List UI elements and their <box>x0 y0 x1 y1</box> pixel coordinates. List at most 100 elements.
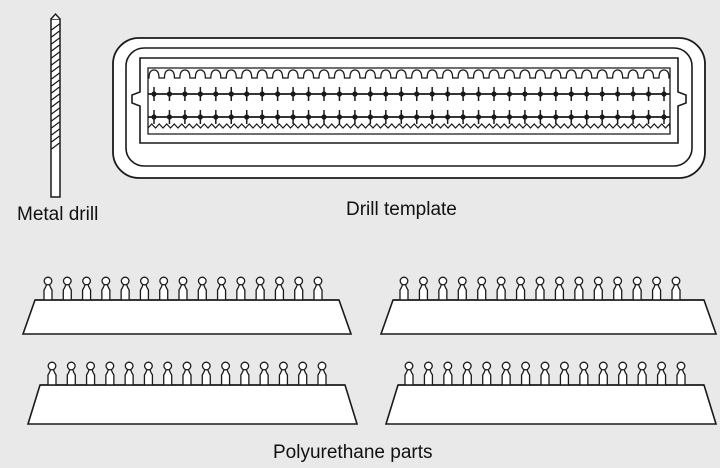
template-top-scallops <box>148 69 670 79</box>
template-bottom-teeth <box>147 122 671 129</box>
metal-drill <box>50 12 61 198</box>
part-pin-head <box>105 361 115 371</box>
template-hole <box>553 91 559 97</box>
metal-drill-label: Metal drill <box>17 204 99 225</box>
part-pin-stem <box>676 368 686 385</box>
part-pin-head <box>501 361 511 371</box>
part-pin-head <box>516 276 526 286</box>
part-pin-stem <box>535 283 545 300</box>
part-pin-stem <box>101 283 111 300</box>
part-pin-head <box>182 361 192 371</box>
part-pin-stem <box>236 283 246 300</box>
part-pin-stem <box>298 368 308 385</box>
part-pin-stem <box>274 283 285 300</box>
polyurethane-parts <box>21 276 718 425</box>
template-inner-frame <box>125 47 693 167</box>
template-hole <box>445 91 451 97</box>
template-hole <box>166 114 173 120</box>
part-pin-stem <box>520 368 531 385</box>
template-bottom-sawtooth <box>147 122 671 129</box>
part-pin-head <box>423 361 433 371</box>
part-pin-stem <box>457 283 467 300</box>
part-pin-stem <box>404 368 414 385</box>
part-pin-stem <box>443 368 453 385</box>
part-base <box>21 299 353 335</box>
part-pin-stem <box>515 283 526 300</box>
drill-flute <box>51 51 60 59</box>
template-hole <box>398 91 404 97</box>
part-pin-stem <box>201 368 211 385</box>
template-hole <box>182 91 188 97</box>
part-pin-head <box>124 361 134 371</box>
part-pin-head <box>482 361 492 371</box>
part-pin-head <box>399 276 409 286</box>
part-pin-stem <box>618 368 628 385</box>
template-hole <box>336 91 343 97</box>
template-hole <box>491 91 497 97</box>
template-hole <box>321 114 327 120</box>
part-pin-head <box>120 276 130 286</box>
template-hole <box>615 91 621 97</box>
template-hole <box>506 91 513 97</box>
part-pin-head <box>457 276 467 286</box>
template-hole <box>290 114 296 120</box>
part-pin-stem <box>632 283 642 300</box>
template-slot <box>147 67 671 135</box>
part-pin-stem <box>43 283 53 300</box>
part-pin-head <box>671 276 681 286</box>
part-pin-stem <box>182 368 192 385</box>
template-hole <box>491 114 497 120</box>
part-pin-stem <box>278 368 289 385</box>
template-top-teeth <box>148 69 670 79</box>
part-pin-head <box>521 361 531 371</box>
template-hole <box>352 114 358 120</box>
part-pin-head <box>317 361 327 371</box>
template-hole <box>367 114 373 120</box>
part-pin-head <box>43 276 53 286</box>
template-hole <box>522 91 528 97</box>
drill-tip <box>50 12 61 20</box>
part-pin-head <box>274 276 284 286</box>
template-hole <box>305 114 312 120</box>
part-pin-head <box>574 276 584 286</box>
part-pin-stem <box>143 368 154 385</box>
part-pin-stem <box>496 283 506 300</box>
part-pin-head <box>298 361 308 371</box>
part-pin-head <box>657 361 667 371</box>
part-pin-head <box>255 276 265 286</box>
part-pin-stem <box>554 283 565 300</box>
part-pin-head <box>535 276 545 286</box>
part-pin-stem <box>66 368 76 385</box>
drill-flute <box>51 128 60 136</box>
template-hole <box>661 114 667 120</box>
template-hole <box>630 114 636 120</box>
template-hole <box>553 114 559 120</box>
part-pin-stem <box>613 283 623 300</box>
part-pin-head <box>163 361 173 371</box>
template-hole <box>537 91 543 97</box>
part-pin-stem <box>139 283 150 300</box>
drill-flute <box>51 135 60 143</box>
part-pin-stem <box>62 283 72 300</box>
part-pin-head <box>593 276 603 286</box>
part-pin-stem <box>294 283 304 300</box>
part-pin-head <box>143 361 153 371</box>
part-pin-stem <box>255 283 265 300</box>
part-pin-stem <box>259 368 269 385</box>
template-hole <box>475 114 482 120</box>
template-hole <box>414 114 420 120</box>
drill-flute <box>51 30 60 38</box>
part-pin-stem <box>462 368 472 385</box>
template-hole <box>182 114 188 120</box>
template-hole <box>321 91 327 97</box>
part-pin-stem <box>637 368 647 385</box>
part-pin-stem <box>220 368 231 385</box>
polyurethane-part <box>379 276 718 335</box>
part-pin-head <box>540 361 550 371</box>
template-hole <box>305 91 312 97</box>
drill-flute <box>51 86 60 94</box>
template-hole <box>259 114 265 120</box>
part-pin-stem <box>85 368 96 385</box>
part-pin-head <box>178 276 188 286</box>
template-hole <box>414 91 420 97</box>
